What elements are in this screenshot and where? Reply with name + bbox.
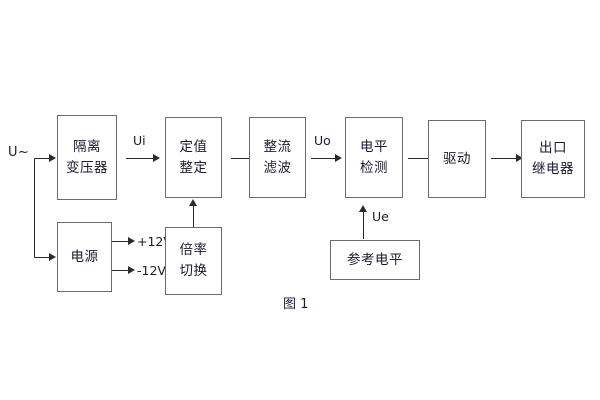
arrow-minus12v-icon xyxy=(128,266,135,274)
input-voltage-label: U~ xyxy=(8,145,30,160)
arrow-drive-to-relay-icon xyxy=(516,154,523,162)
connector-reference-to-level xyxy=(363,211,364,239)
connector-to-transformer xyxy=(34,158,50,159)
minus12v-label: -12V xyxy=(137,263,166,278)
connector-ratio-to-setting xyxy=(193,205,194,227)
block-rectify-filter-line-2: 滤波 xyxy=(263,159,292,176)
block-reference-level[interactable]: 参考电平 xyxy=(330,240,420,280)
arrow-to-transformer-icon xyxy=(49,154,56,162)
block-drive[interactable]: 驱动 xyxy=(428,120,486,198)
connector-level-to-drive xyxy=(408,158,434,159)
block-isolation-transformer-line-1: 隔离 xyxy=(73,138,101,155)
arrow-plus12v-icon xyxy=(128,237,135,245)
block-isolation-transformer-line-2: 变压器 xyxy=(66,159,108,176)
block-ratio-switch-line-1: 倍率 xyxy=(179,242,208,259)
block-level-detection[interactable]: 电平 检测 xyxy=(345,117,403,198)
block-ratio-switch-line-2: 切换 xyxy=(179,263,208,279)
block-power-supply[interactable]: 电源 xyxy=(57,222,112,292)
connector-drive-to-relay xyxy=(491,158,517,159)
block-drive-line-1: 驱动 xyxy=(443,150,471,167)
figure-caption: 图 1 xyxy=(283,297,309,312)
block-setting-value-line-2: 整定 xyxy=(179,159,208,176)
block-level-detection-line-2: 检测 xyxy=(360,159,388,176)
connector-transformer-to-setting xyxy=(126,158,154,159)
arrow-reference-to-level-icon xyxy=(359,205,367,212)
block-power-supply-line-1: 电源 xyxy=(70,248,99,265)
block-output-relay[interactable]: 出口 继电器 xyxy=(521,120,585,198)
arrow-to-power-supply-icon xyxy=(49,253,56,261)
block-setting-value-line-1: 定值 xyxy=(179,138,208,155)
block-rectify-filter-line-1: 整流 xyxy=(263,138,292,155)
connector-rectify-to-level xyxy=(311,158,336,159)
block-reference-level-line-1: 参考电平 xyxy=(347,251,403,268)
block-rectify-filter[interactable]: 整流 滤波 xyxy=(249,117,306,198)
block-ratio-switch[interactable]: 倍率 切换 xyxy=(165,227,222,295)
arrow-transformer-to-setting-icon xyxy=(153,154,160,162)
connector-power-plus12v xyxy=(112,241,130,242)
block-isolation-transformer[interactable]: 隔离 变压器 xyxy=(57,115,117,200)
connector-input-trunk xyxy=(34,158,35,257)
arrow-ratio-to-setting-icon xyxy=(189,199,197,206)
arrow-rectify-to-level-icon xyxy=(335,154,342,162)
connector-setting-to-rectify xyxy=(231,158,257,159)
block-level-detection-line-1: 电平 xyxy=(360,138,388,155)
plus12v-label: +12V xyxy=(137,234,172,249)
block-setting-value[interactable]: 定值 整定 xyxy=(165,117,222,198)
block-output-relay-line-1: 出口 xyxy=(539,140,567,157)
ui-label: Ui xyxy=(133,133,146,148)
ue-label: Ue xyxy=(372,209,389,224)
uo-label: Uo xyxy=(314,133,331,148)
connector-power-minus12v xyxy=(112,270,130,271)
connector-to-power-supply xyxy=(34,257,50,258)
block-output-relay-line-2: 继电器 xyxy=(532,161,574,177)
